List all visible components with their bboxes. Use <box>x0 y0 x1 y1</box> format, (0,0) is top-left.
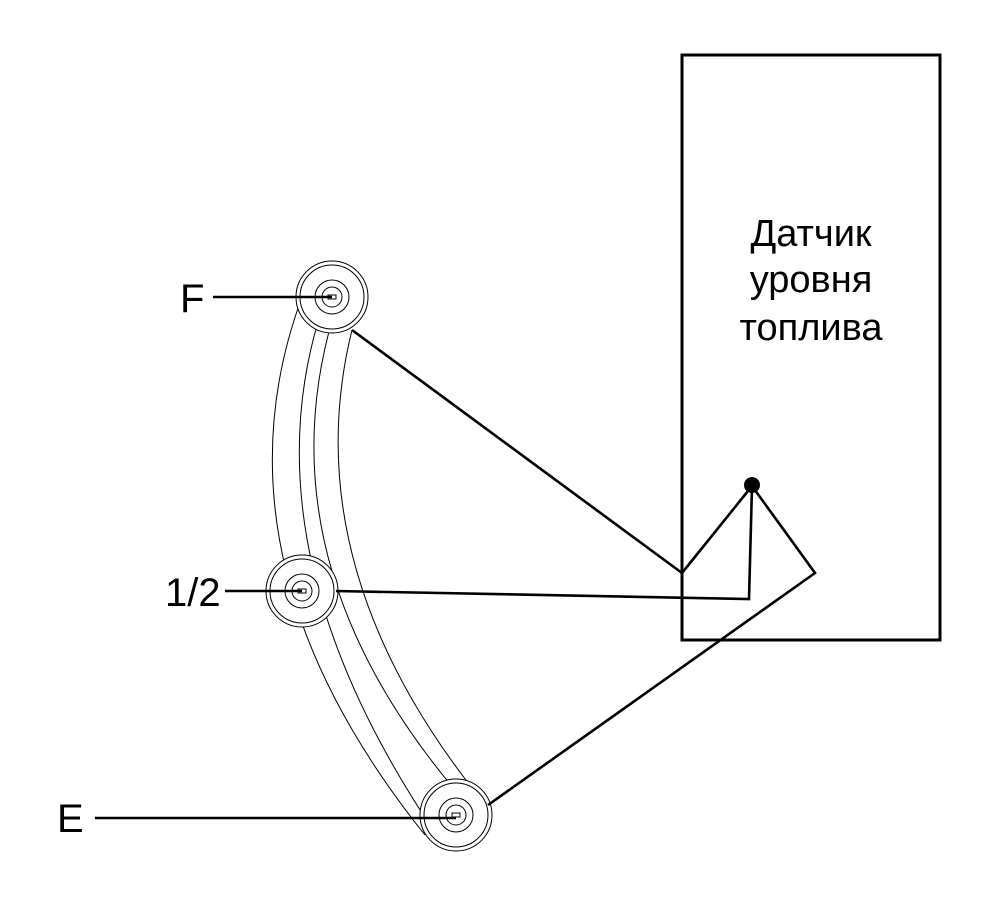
sensor-label-line-1: Датчик <box>750 213 871 255</box>
wire-pivot-link <box>680 485 754 574</box>
wire-f <box>351 328 683 575</box>
sensor-pivot-point <box>744 477 760 493</box>
terminal-e <box>419 778 493 852</box>
sensor-label-line-2: уровня <box>750 259 873 301</box>
label-e: E <box>57 797 84 841</box>
wire-e <box>487 485 817 807</box>
track-inner-edge-2 <box>313 316 456 791</box>
track-outer-edge-2 <box>337 329 473 789</box>
fuel-level-sensor-box <box>680 53 942 642</box>
sensor-label-line-3: топлива <box>740 307 884 349</box>
wire-half <box>335 485 754 601</box>
label-f: F <box>180 277 204 321</box>
label-half: 1/2 <box>165 571 221 615</box>
